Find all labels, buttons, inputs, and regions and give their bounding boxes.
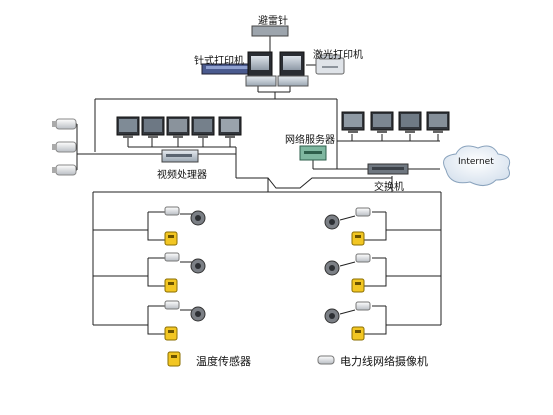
camera-icon bbox=[164, 206, 180, 216]
camera-icon bbox=[164, 252, 180, 262]
laser-printer-label: 激光打印机 bbox=[313, 50, 363, 61]
camera-icon bbox=[52, 164, 77, 176]
temp-sensor-icon bbox=[164, 326, 178, 341]
monitor-icon bbox=[398, 111, 422, 133]
network-server-icon bbox=[299, 145, 327, 161]
legend-temp-sensor-label: 温度传感器 bbox=[196, 355, 251, 368]
monitor-icon bbox=[166, 116, 190, 138]
dome-camera-icon bbox=[190, 306, 206, 322]
monitor-icon bbox=[141, 116, 165, 138]
laser-printer-icon bbox=[315, 54, 345, 75]
network-server-label: 网络服务器 bbox=[285, 135, 335, 146]
legend-plc-camera-label: 电力线网络摄像机 bbox=[340, 355, 428, 368]
workstation-left bbox=[245, 51, 277, 87]
monitor-icon bbox=[341, 111, 365, 133]
camera-icon bbox=[164, 300, 180, 310]
camera-icon bbox=[52, 118, 77, 130]
cloud-icon bbox=[443, 145, 511, 186]
legend-camera-icon bbox=[317, 355, 335, 365]
dot-printer-label: 针式打印机 bbox=[194, 56, 244, 67]
workstation-right bbox=[277, 51, 309, 87]
monitor-icon bbox=[218, 116, 242, 138]
monitor-icon bbox=[370, 111, 394, 133]
dome-camera-icon bbox=[190, 258, 206, 274]
temp-sensor-icon bbox=[164, 278, 178, 293]
lightning-rod-icon bbox=[251, 25, 289, 37]
dome-camera-icon bbox=[324, 260, 340, 276]
monitor-icon bbox=[191, 116, 215, 138]
dome-camera-icon bbox=[324, 214, 340, 230]
monitor-icon bbox=[426, 111, 450, 133]
camera-icon bbox=[355, 207, 371, 217]
temp-sensor-icon bbox=[164, 231, 178, 246]
switch-icon bbox=[367, 163, 409, 175]
camera-icon bbox=[355, 253, 371, 263]
monitor-icon bbox=[116, 116, 140, 138]
lightning-rod-label: 避雷针 bbox=[258, 16, 288, 27]
video-processor-icon bbox=[161, 149, 199, 163]
temp-sensor-icon bbox=[351, 326, 365, 341]
camera-icon bbox=[355, 301, 371, 311]
temp-sensor-icon bbox=[351, 231, 365, 246]
dome-camera-icon bbox=[324, 308, 340, 324]
temp-sensor-icon bbox=[351, 278, 365, 293]
legend-temp-sensor-icon bbox=[167, 351, 181, 367]
internet-label: Internet bbox=[458, 157, 494, 167]
video-processor-label: 视频处理器 bbox=[157, 170, 207, 181]
camera-icon bbox=[52, 141, 77, 153]
dome-camera-icon bbox=[190, 210, 206, 226]
switch-label: 交换机 bbox=[374, 182, 404, 193]
